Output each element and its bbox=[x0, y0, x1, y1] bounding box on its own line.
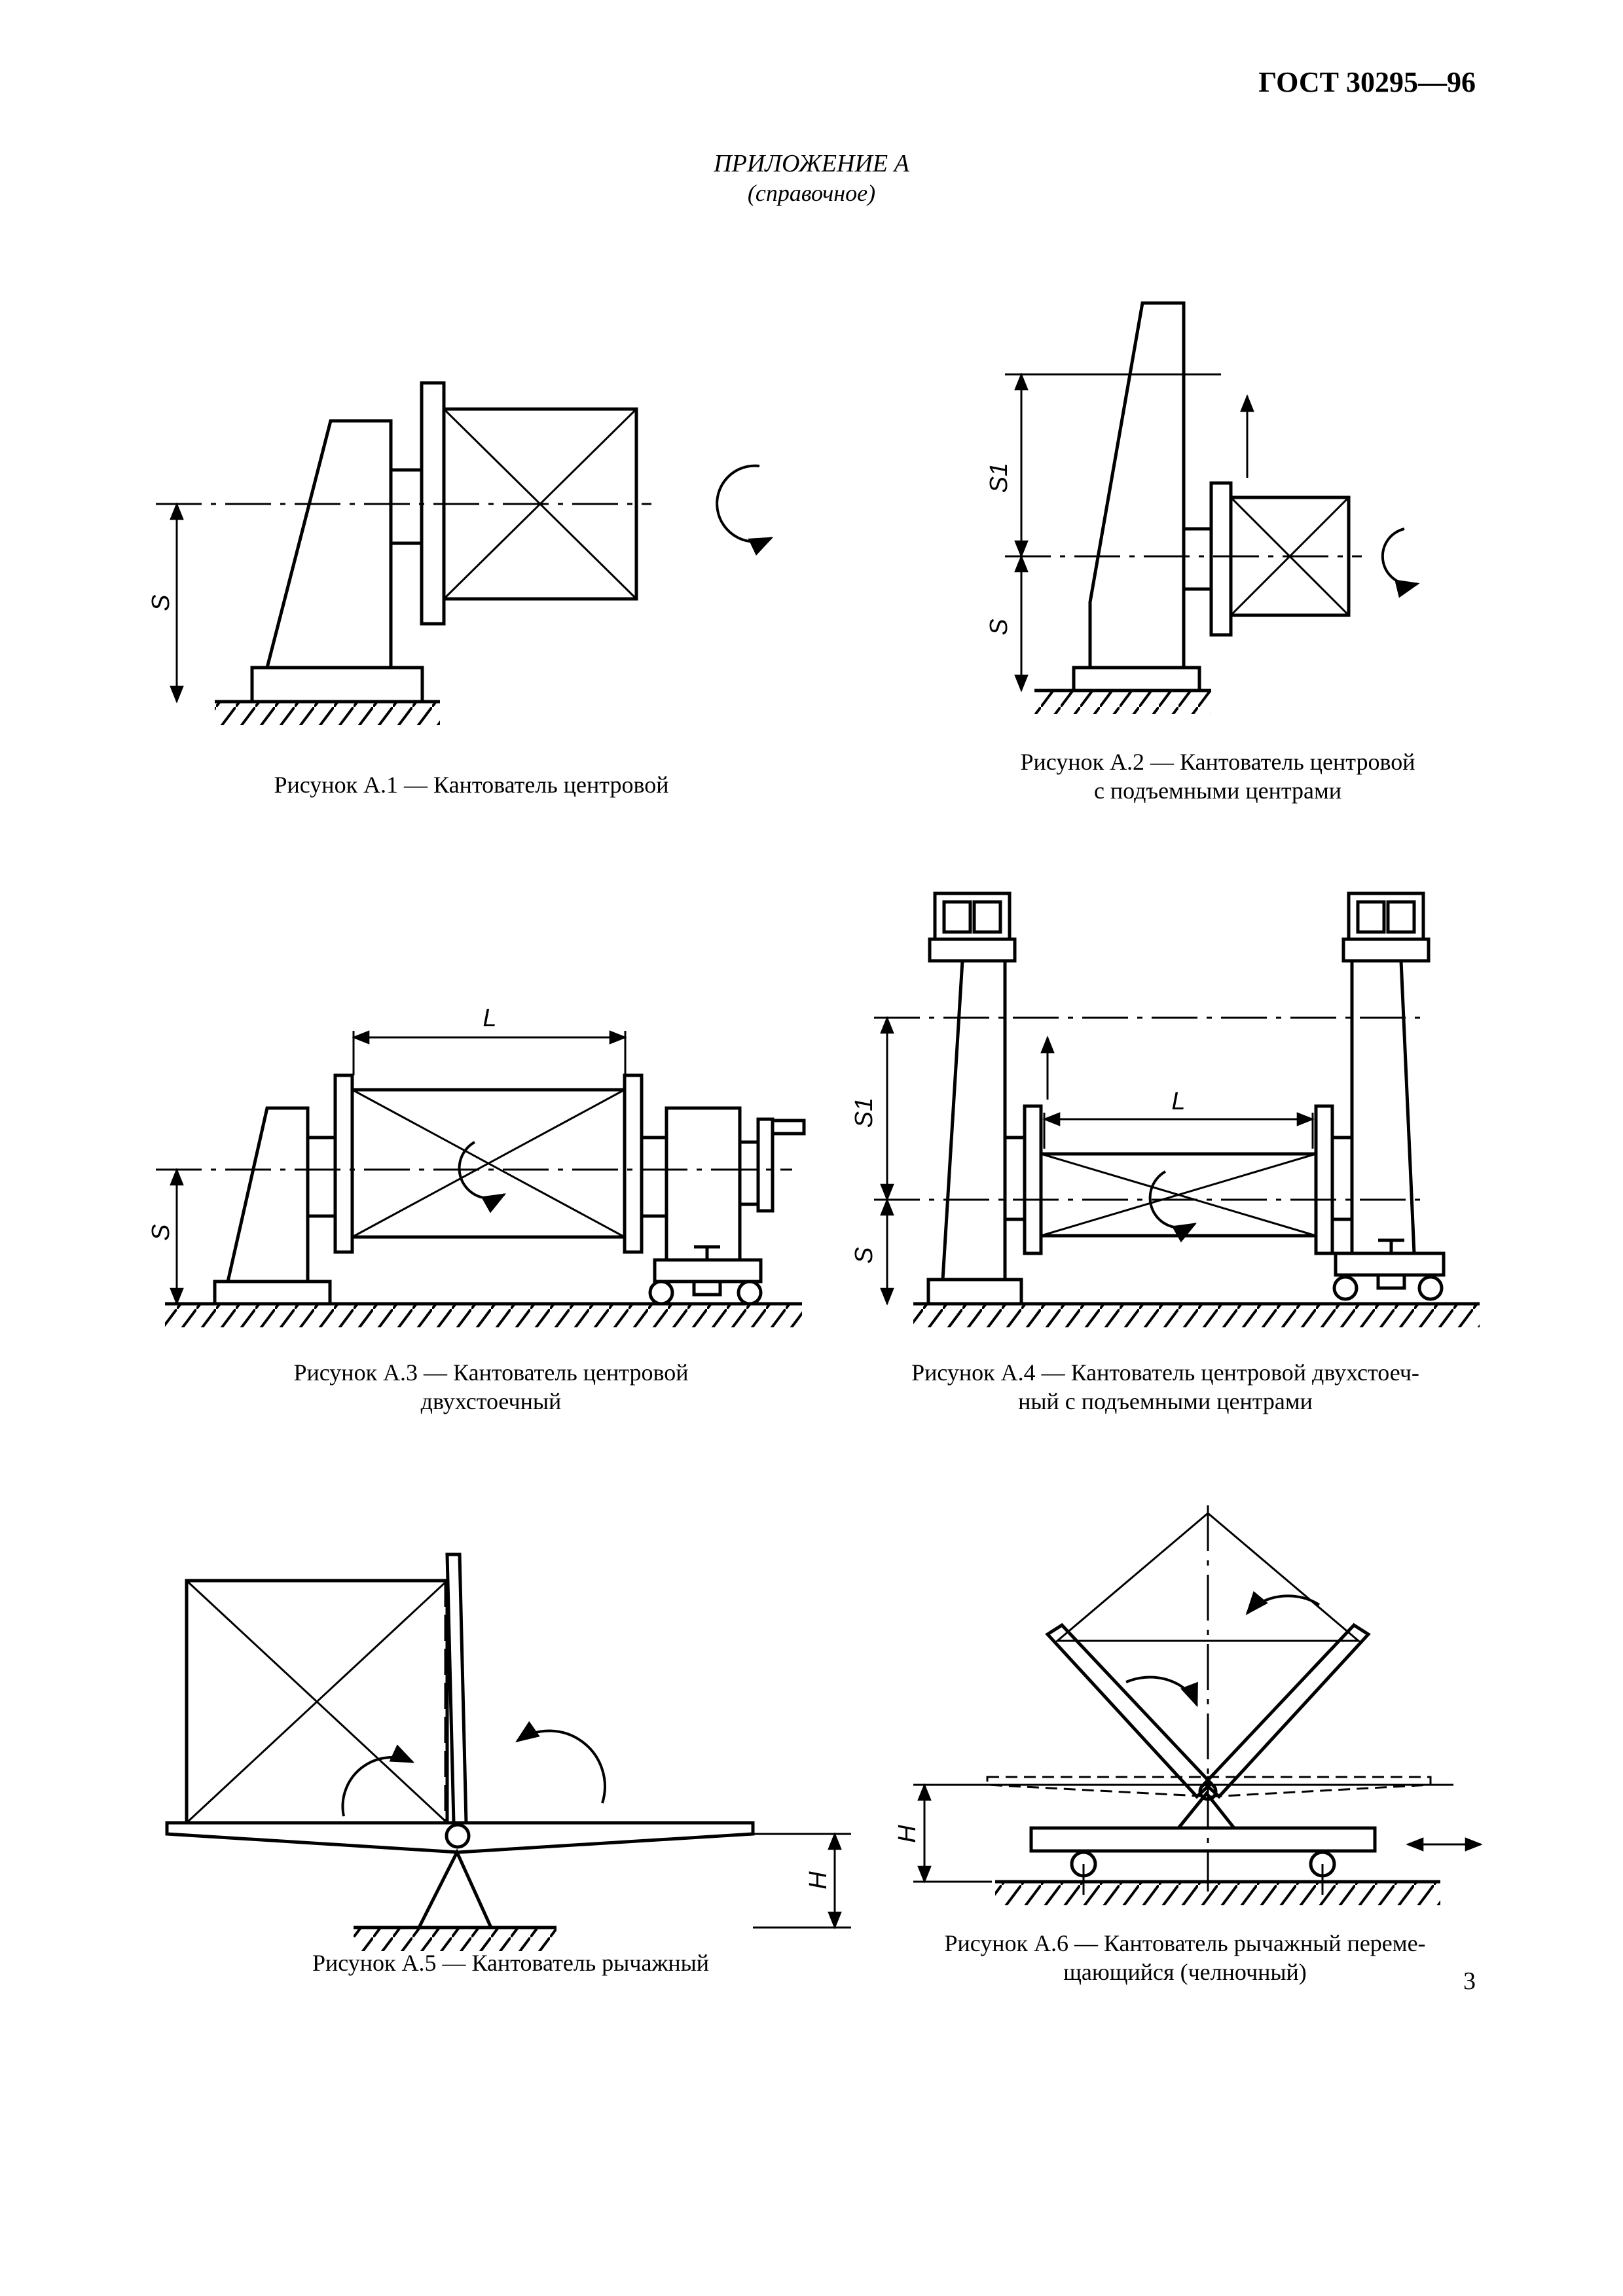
figure-a6-drawing bbox=[913, 1505, 1483, 1905]
caption-line: Рисунок А.5 — Кантователь рычажный bbox=[312, 1950, 710, 1976]
caption-line: щающийся (челночный) bbox=[1063, 1959, 1307, 1985]
appendix-title: ПРИЛОЖЕНИЕ А bbox=[714, 150, 909, 177]
figure-a2-drawing bbox=[1005, 301, 1420, 714]
dim-s1-label: S1 bbox=[850, 1098, 878, 1128]
appendix-subtitle: (справочное) bbox=[747, 180, 876, 206]
dim-s-label: S bbox=[147, 1224, 175, 1240]
figure-a3-drawing bbox=[156, 1030, 806, 1327]
dim-l-label: L bbox=[1171, 1088, 1185, 1115]
caption-line: ный с подъемными центрами bbox=[1018, 1388, 1313, 1414]
figure-a4-drawing bbox=[874, 891, 1480, 1327]
caption-line: двухстоечный bbox=[420, 1388, 562, 1414]
caption-line: Рисунок А.2 — Кантователь центровой bbox=[1020, 749, 1415, 775]
figure-a5-drawing bbox=[165, 1552, 851, 1951]
caption-line: Рисунок А.6 — Кантователь рычажный перем… bbox=[944, 1930, 1426, 1956]
standard-code: ГОСТ 30295—96 bbox=[1258, 66, 1476, 98]
dim-s-label: S bbox=[850, 1247, 878, 1263]
figure-a2-caption: Рисунок А.2 — Кантователь центровой с по… bbox=[949, 747, 1486, 805]
caption-line: Рисунок А.1 — Кантователь центровой bbox=[274, 772, 669, 798]
dim-l-label: L bbox=[483, 1005, 496, 1032]
figure-a3-caption: Рисунок А.3 — Кантователь центровой двух… bbox=[216, 1358, 766, 1416]
dim-h-label: H bbox=[894, 1825, 921, 1843]
figure-a1-caption: Рисунок А.1 — Кантователь центровой bbox=[196, 770, 746, 799]
dim-s-label: S bbox=[147, 594, 175, 611]
dim-s1-label: S1 bbox=[985, 463, 1013, 493]
figure-a1-drawing bbox=[156, 381, 774, 725]
caption-line: с подъемными центрами bbox=[1093, 778, 1342, 804]
figure-a5-caption: Рисунок А.5 — Кантователь рычажный bbox=[216, 1948, 805, 1977]
figure-a4-caption: Рисунок А.4 — Кантователь центровой двух… bbox=[851, 1358, 1480, 1416]
dim-s-label: S bbox=[985, 619, 1013, 635]
caption-line: Рисунок А.4 — Кантователь центровой двух… bbox=[911, 1359, 1419, 1386]
dim-h-label: H bbox=[805, 1871, 832, 1890]
page-number: 3 bbox=[1463, 1967, 1476, 1995]
caption-line: Рисунок А.3 — Кантователь центровой bbox=[293, 1359, 689, 1386]
figure-a6-caption: Рисунок А.6 — Кантователь рычажный перем… bbox=[871, 1929, 1499, 1986]
